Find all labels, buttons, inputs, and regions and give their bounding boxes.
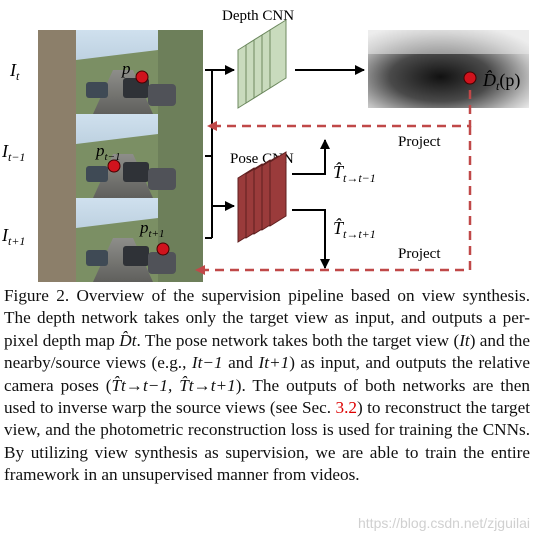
- caption-text-3: ) and the nearby/source views (e.g.,: [4, 330, 530, 373]
- depth-output-label: D̂t(p): [482, 70, 520, 93]
- caption-text-4: and: [222, 353, 259, 373]
- label-next: It+1: [1, 225, 25, 248]
- depth-map: [368, 30, 529, 108]
- depth-cnn-block: [237, 19, 287, 109]
- caption-math-it: It: [459, 330, 470, 350]
- watermark: https://blog.csdn.net/zjguilai: [358, 515, 530, 531]
- point-prev: [107, 159, 121, 173]
- caption-text-2: . The pose network takes both the target…: [136, 330, 460, 350]
- pose-output-next: T̂t→t+1: [333, 218, 376, 241]
- arrow-pose-next: [292, 209, 330, 269]
- caption-text-5: ) as input, and outputs the relative cam…: [4, 353, 530, 395]
- caption-sec-ref[interactable]: 3.2: [335, 398, 357, 418]
- next-image: [38, 198, 203, 282]
- depth-cnn-label: Depth CNN: [222, 8, 294, 24]
- caption-math-depth: D̂t: [119, 330, 137, 350]
- point-target: [135, 70, 149, 84]
- pipeline-figure: It It−1 It+1 p pt−1 pt+1 Depth CNN D̂t(p…: [1, 8, 529, 282]
- prev-image: [38, 114, 203, 198]
- label-prev: It−1: [1, 141, 25, 164]
- caption-text-1: Overview of the supervision pipeline bas…: [4, 286, 531, 350]
- arrow-inputs-pose: [205, 69, 235, 211]
- point-depth: [463, 71, 477, 85]
- pose-cnn-block: [237, 151, 287, 243]
- label-target: It: [9, 60, 20, 83]
- pose-output-prev: T̂t→t−1: [333, 162, 376, 185]
- caption-text-7: ) to reconstruct the target view, and th…: [4, 398, 530, 485]
- point-next-label: pt+1: [139, 218, 164, 240]
- project-label-top: Project: [398, 134, 441, 150]
- figure-caption: Figure 2. Overview of the supervision pi…: [4, 285, 530, 487]
- project-label-bottom: Project: [398, 246, 441, 262]
- target-image: [38, 30, 203, 114]
- point-next: [156, 242, 170, 256]
- caption-text-6: ). The outputs of both networks are then…: [4, 375, 530, 418]
- point-prev-label: pt−1: [95, 141, 120, 163]
- arrow-pose-prev: [292, 139, 330, 175]
- project-arrow-bottom: [195, 126, 472, 275]
- caption-math-itm1: It−1: [191, 353, 223, 373]
- caption-math-itp1: It+1: [258, 353, 290, 373]
- caption-label: Figure 2.: [4, 286, 70, 305]
- caption-math-poses: T̂t→t−1, T̂t→t+1: [111, 375, 236, 395]
- point-target-label: p: [121, 59, 131, 78]
